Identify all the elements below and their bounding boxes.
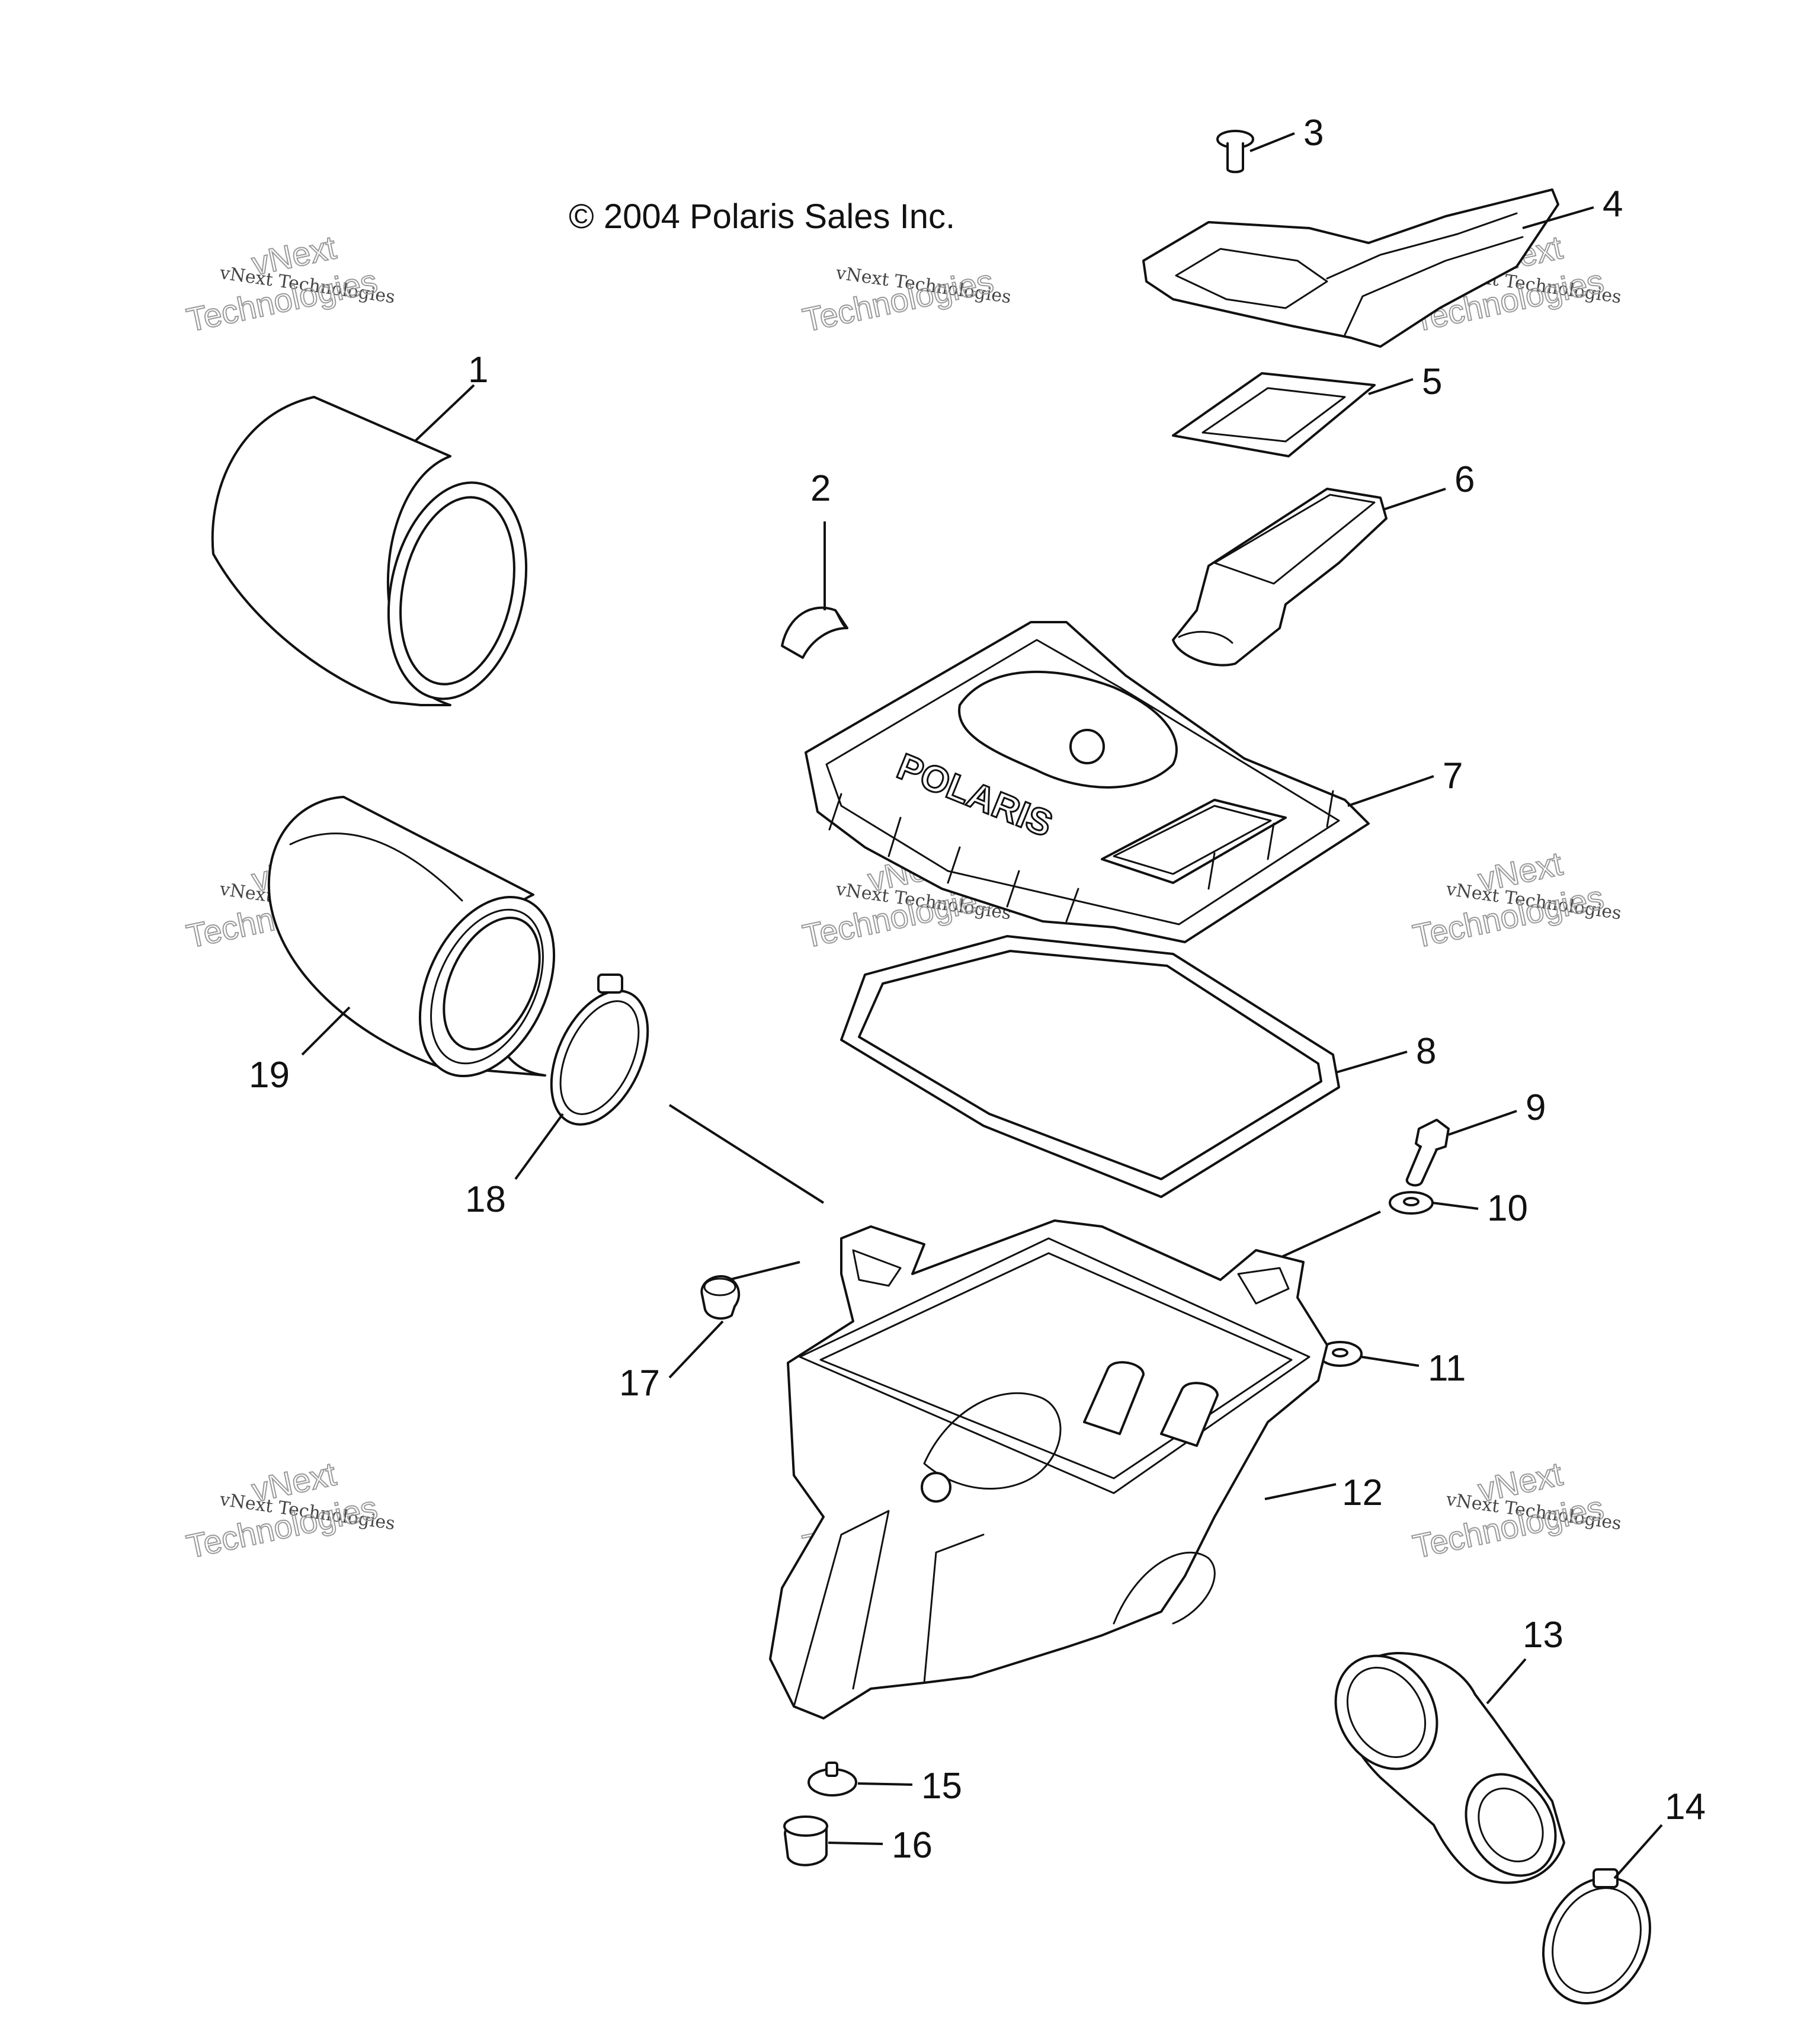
callout-14: 14	[1665, 1786, 1706, 1827]
callout-2: 2	[810, 468, 831, 509]
callout-7: 7	[1443, 755, 1463, 796]
callout-15: 15	[921, 1766, 962, 1807]
callout-16: 16	[892, 1825, 933, 1866]
callout-9: 9	[1526, 1087, 1546, 1128]
leader-line-17	[668, 1320, 724, 1379]
part-15-drain-plug	[808, 1762, 857, 1797]
leader-line-17-to-airbox	[728, 1261, 800, 1281]
leader-line-1	[414, 384, 475, 443]
leader-line-5	[1368, 378, 1414, 395]
part-18-hose-clamp	[550, 974, 649, 1126]
part-4-intake-cover	[1142, 188, 1559, 348]
part-8-lid-seal	[840, 935, 1340, 1198]
callout-8: 8	[1416, 1031, 1436, 1072]
leader-line-10-to-airbox	[1276, 1211, 1381, 1260]
callout-19: 19	[249, 1055, 290, 1096]
part-9-bolt	[1405, 1119, 1450, 1187]
leader-line-15	[857, 1782, 913, 1786]
callout-1: 1	[468, 350, 488, 390]
watermark: vNext vNext Technologies Technologies	[182, 1454, 396, 1565]
leader-line-4	[1522, 206, 1594, 229]
callout-13: 13	[1523, 1615, 1563, 1655]
watermark: vNext vNext Technologies Technologies	[1409, 1454, 1622, 1565]
callout-4: 4	[1603, 184, 1623, 225]
leader-line-10	[1432, 1202, 1479, 1210]
part-13-carb-boot	[1334, 1652, 1565, 1884]
part-19-air-filter	[267, 796, 556, 1078]
callout-18: 18	[465, 1179, 506, 1220]
part-17-grommet	[700, 1275, 741, 1320]
part-3-screw	[1216, 130, 1254, 174]
leader-line-19	[301, 1006, 351, 1056]
leader-line-9	[1448, 1110, 1517, 1136]
part-16-drain-cap	[783, 1815, 828, 1866]
copyright-text: © 2004 Polaris Sales Inc.	[569, 197, 955, 236]
callout-12: 12	[1342, 1472, 1383, 1513]
part-14-hose-clamp	[1542, 1868, 1651, 2004]
leader-line-7	[1347, 775, 1434, 807]
part-10-washer	[1389, 1191, 1434, 1215]
callout-3: 3	[1303, 113, 1324, 153]
watermark: vNext vNext Technologies Technologies	[1409, 844, 1622, 955]
part-7-airbox-lid: POLARIS	[805, 621, 1370, 943]
watermark: vNext Technologies Technologies	[799, 261, 1012, 340]
callout-11: 11	[1428, 1348, 1466, 1389]
part-6-intake-duct	[1172, 488, 1388, 667]
leader-line-6	[1383, 488, 1446, 511]
leader-line-14	[1613, 1824, 1663, 1879]
part-12-airbox-housing	[769, 1219, 1328, 1719]
part-5-gasket	[1172, 372, 1376, 457]
leader-line-3	[1249, 132, 1295, 152]
leader-line-11	[1361, 1356, 1420, 1367]
callout-17: 17	[619, 1363, 660, 1404]
leader-line-16	[828, 1842, 883, 1845]
callout-10: 10	[1487, 1188, 1528, 1229]
leader-line-18	[514, 1113, 564, 1180]
leader-line-8	[1335, 1051, 1408, 1074]
part-2-clip	[781, 606, 848, 659]
watermark: vNext vNext Technologies Technologies	[182, 228, 396, 339]
leader-line-18-to-airbox	[668, 1104, 825, 1204]
callout-6: 6	[1454, 459, 1475, 500]
leader-line-12	[1264, 1483, 1337, 1500]
part-1-prefilter-sleeve	[211, 396, 528, 706]
callout-5: 5	[1422, 361, 1442, 402]
leader-line-13	[1486, 1658, 1527, 1705]
